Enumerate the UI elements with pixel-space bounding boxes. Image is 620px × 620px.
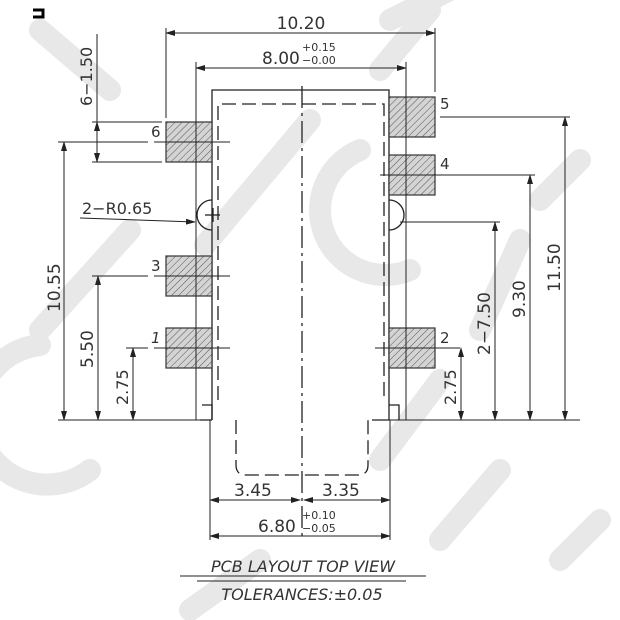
pin-label-6: 6 bbox=[151, 123, 161, 141]
dim-height-pin5: 11.50 bbox=[545, 243, 565, 292]
dim-bottom-right: 3.35 bbox=[322, 481, 360, 501]
component-outline bbox=[200, 86, 400, 540]
dim-hole-radius: 2−R0.65 bbox=[82, 199, 152, 218]
drawing-title: PCB LAYOUT TOP VIEW bbox=[211, 557, 396, 576]
pin-label-2: 2 bbox=[440, 329, 450, 347]
pin-label-3: 3 bbox=[151, 257, 161, 275]
pad-5 bbox=[388, 96, 436, 138]
dim-body-width-tol-plus: +0.15 bbox=[302, 41, 336, 54]
dimension-lines bbox=[58, 28, 580, 582]
dim-overall-width: 10.20 bbox=[277, 14, 326, 34]
dim-body-width: 8.00 bbox=[262, 49, 300, 69]
pin-label-4: 4 bbox=[440, 155, 450, 173]
dim-height-pin1: 2.75 bbox=[113, 369, 132, 405]
dim-height-holes: 2−7.50 bbox=[475, 292, 495, 355]
dim-bottom-left: 3.45 bbox=[234, 481, 272, 501]
pin-label-5: 5 bbox=[440, 95, 450, 113]
dim-body-width-tol-minus: −0.00 bbox=[302, 54, 336, 67]
tolerance-note: TOLERANCES:±0.05 bbox=[221, 585, 382, 604]
dim-height-pin4: 9.30 bbox=[510, 280, 530, 318]
dim-pad-size: 6−1.50 bbox=[77, 47, 96, 106]
dim-height-pin2: 2.75 bbox=[441, 369, 460, 405]
corner-mark bbox=[33, 8, 45, 19]
dim-bottom-total-tol-minus: −0.05 bbox=[302, 522, 336, 535]
dim-height-pin3: 5.50 bbox=[78, 330, 98, 368]
dim-height-pin6: 10.55 bbox=[45, 263, 65, 312]
dim-bottom-total: 6.80 bbox=[258, 517, 296, 537]
dim-bottom-total-tol-plus: +0.10 bbox=[302, 509, 336, 522]
mounting-holes bbox=[196, 199, 405, 231]
pin-label-1: 1 bbox=[151, 329, 161, 347]
